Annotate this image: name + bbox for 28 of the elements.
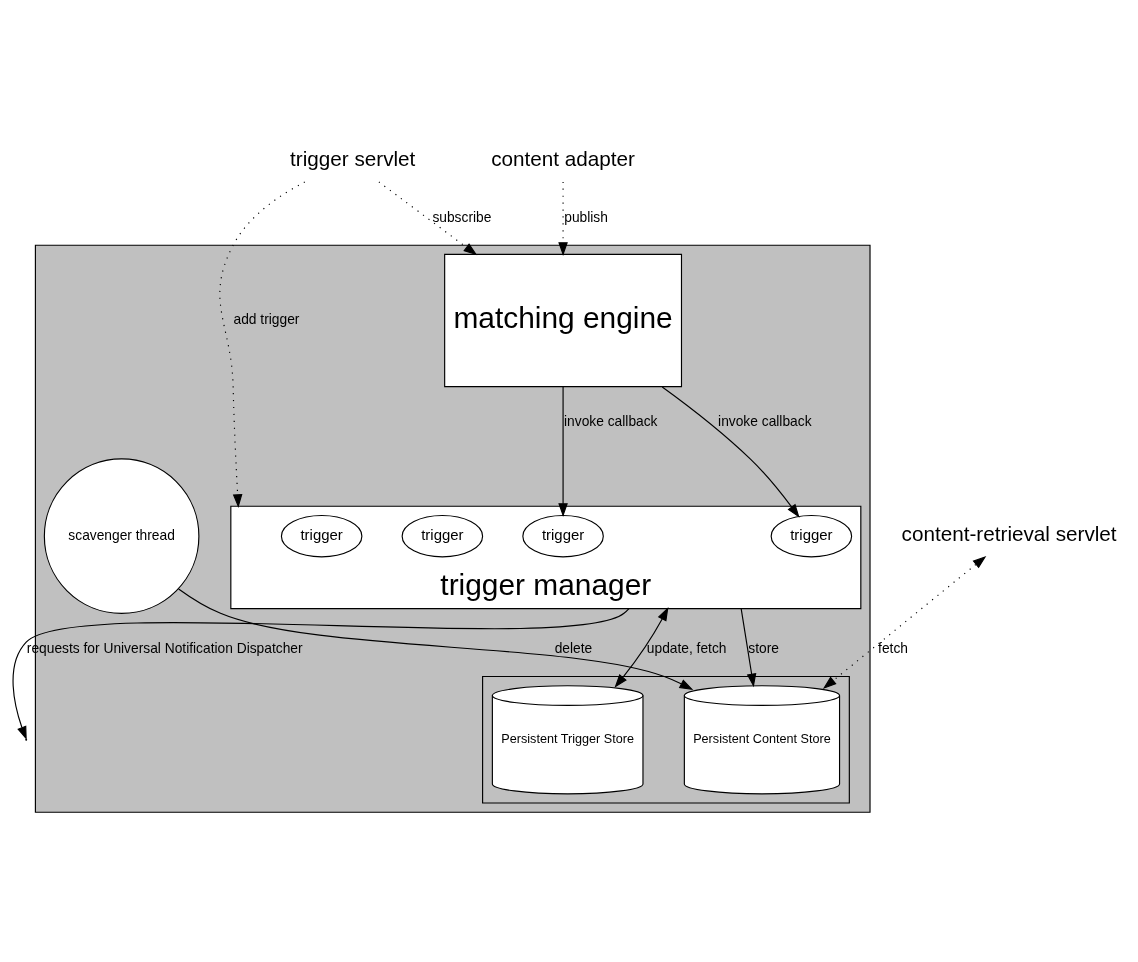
node-ellipse: trigger — [770, 514, 853, 558]
node-text: trigger servlet — [290, 147, 416, 171]
edge-label: invoke callback — [718, 414, 812, 430]
arrow — [12, 608, 630, 741]
node-box: matching engine — [444, 253, 683, 388]
arrow — [558, 386, 568, 517]
arrow — [219, 181, 306, 509]
edge-label: update, fetch — [646, 641, 727, 657]
edge-label: invoke callback — [564, 414, 658, 430]
arrow — [178, 588, 694, 690]
node-ellipse: trigger — [280, 514, 363, 558]
edge-label: subscribe — [432, 209, 492, 225]
node-text: content-retrieval servlet — [901, 522, 1117, 546]
arrow — [740, 608, 757, 688]
arrow — [661, 386, 800, 518]
node-text: content adapter — [491, 147, 635, 171]
edge-label: delete — [554, 641, 593, 657]
arrow — [614, 607, 669, 688]
arrow — [558, 181, 568, 256]
node-ellipse: trigger — [522, 514, 604, 558]
edge-label: add trigger — [233, 312, 300, 328]
edge-label: store — [748, 641, 779, 657]
arrow — [378, 181, 478, 256]
node-ellipse: trigger — [401, 514, 484, 558]
edge-label: publish — [564, 209, 608, 225]
edge-label: fetch — [878, 641, 908, 657]
arrow — [822, 555, 987, 690]
node-circle: scavenger thread — [43, 458, 200, 614]
